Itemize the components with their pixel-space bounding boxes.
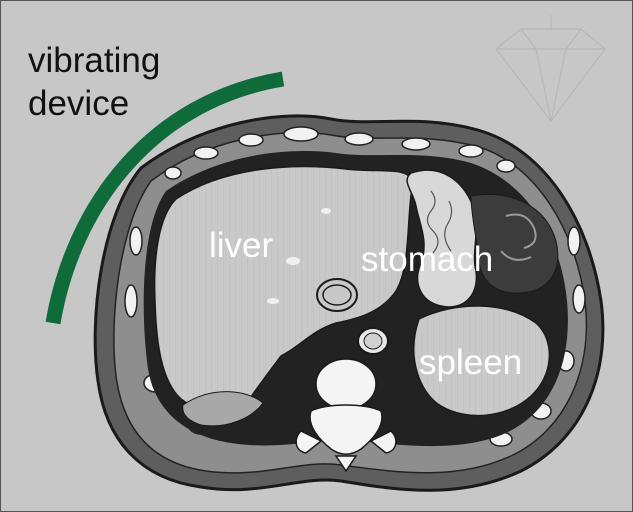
stomach-folds (426, 190, 453, 254)
stomach-contents (470, 194, 559, 294)
device-label-line1: vibrating (28, 41, 161, 80)
device-label-line2: device (28, 84, 130, 123)
spleen-label: spleen (419, 343, 523, 382)
vertebra (295, 358, 397, 473)
spleen-organ (413, 305, 550, 417)
diamond-logo-watermark-icon (495, 15, 606, 122)
liver-organ (153, 165, 414, 416)
major-vessels (316, 278, 389, 355)
stomach-loops (500, 213, 537, 261)
liver-label: liver (209, 226, 274, 265)
kidney-region (182, 391, 264, 427)
stomach-label: stomach (361, 240, 494, 279)
vibrating-device-arc (45, 71, 285, 325)
liver-vessels (267, 208, 331, 304)
